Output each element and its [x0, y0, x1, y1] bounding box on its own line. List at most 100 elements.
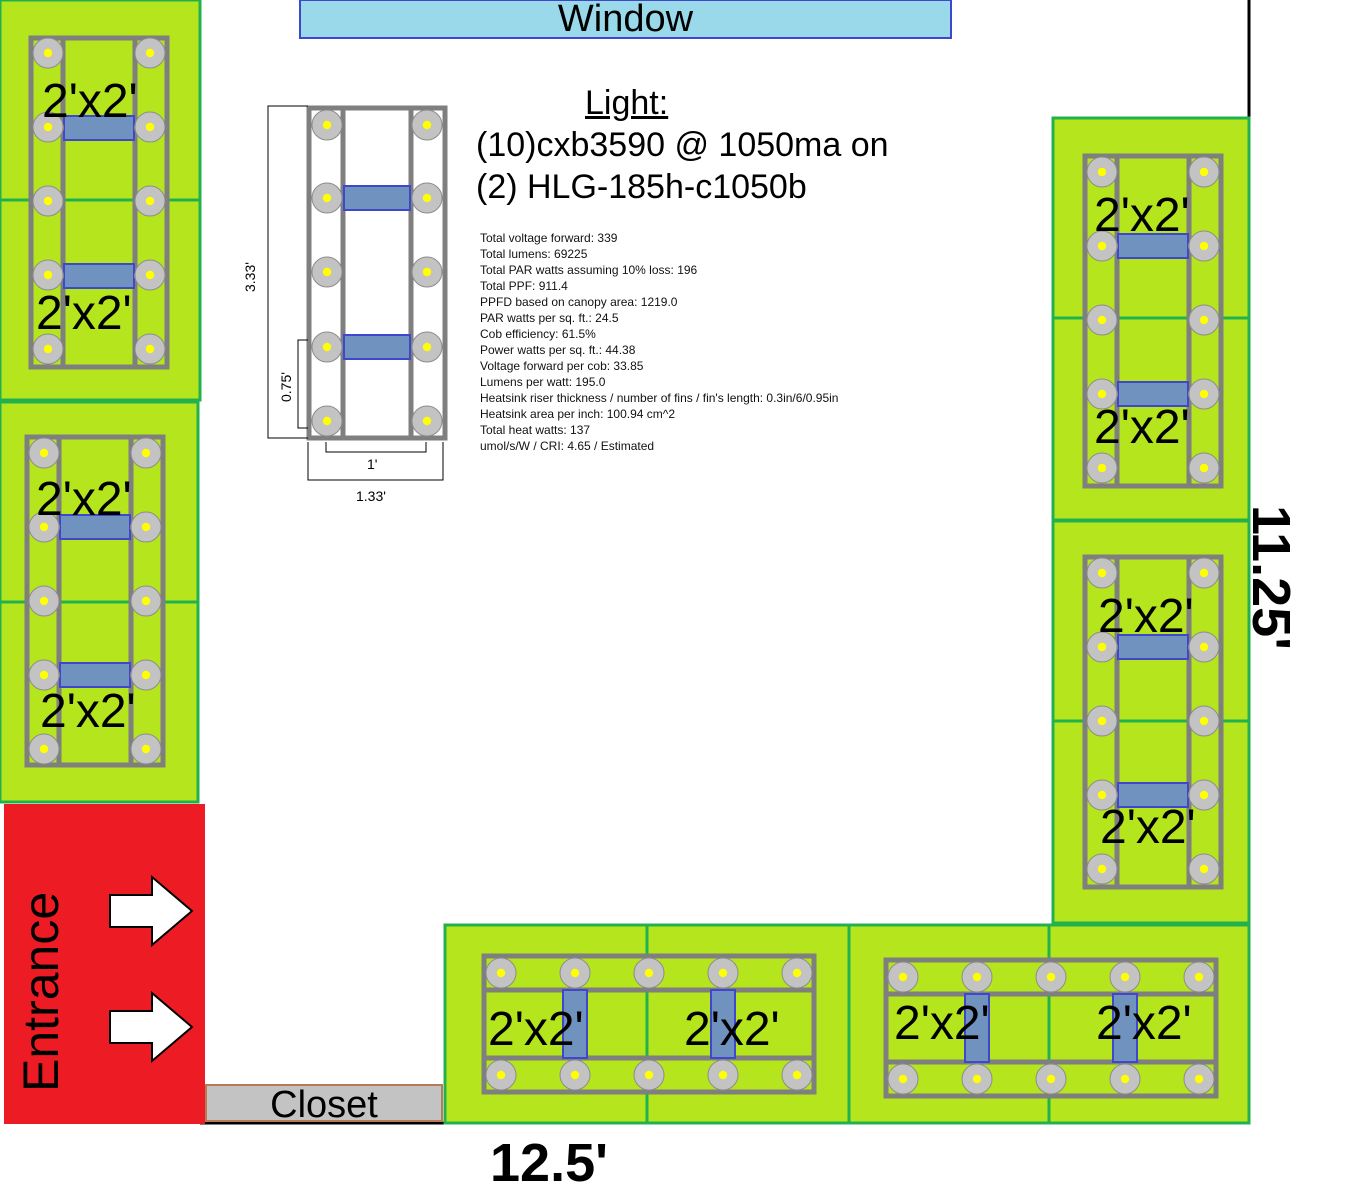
cob-led-center	[145, 48, 155, 58]
spec-line: PPFD based on canopy area: 1219.0	[480, 295, 678, 309]
cob-led-center	[145, 196, 155, 206]
cob-led-center	[141, 522, 151, 532]
light-description-line2: (2) HLG-185h-c1050b	[476, 168, 807, 206]
cob-led-center	[39, 448, 49, 458]
dimension-lines	[267, 105, 444, 481]
driver-bar	[59, 514, 131, 540]
cob-led-center	[422, 342, 432, 352]
cob-led-center	[644, 1070, 654, 1080]
room-width-label: 12.5'	[490, 1133, 608, 1193]
cob-led-center	[570, 968, 580, 978]
cob-led-center	[1097, 790, 1107, 800]
tray-size-label: 2'x2'	[1098, 590, 1194, 643]
cob-led-center	[43, 48, 53, 58]
cob-led-center	[1097, 167, 1107, 177]
spec-line: Total PPF: 911.4	[480, 279, 568, 293]
driver-bar	[964, 993, 990, 1063]
spec-line: PAR watts per sq. ft.: 24.5	[480, 311, 619, 325]
driver-bar	[1112, 993, 1138, 1063]
tray-size-label: 2'x2'	[40, 685, 136, 738]
light-fixture-diagram	[306, 105, 448, 441]
driver-bar	[343, 185, 411, 211]
fixture-frame	[28, 35, 170, 370]
window	[299, 0, 952, 39]
cob-led-center	[322, 193, 332, 203]
entrance	[4, 804, 205, 1124]
cob-led-center	[145, 344, 155, 354]
cob-led-center	[1199, 716, 1209, 726]
driver-bar	[1117, 233, 1189, 259]
cob-led-center	[1097, 716, 1107, 726]
fixture-frame	[481, 953, 817, 1095]
spec-line: Total PAR watts assuming 10% loss: 196	[480, 263, 698, 277]
fixture-inner-width-label: 1'	[367, 456, 378, 472]
tray-size-label: 2'x2'	[36, 473, 132, 526]
cob-led-center	[145, 270, 155, 280]
light-fixture	[1082, 554, 1224, 890]
cob-led-center	[1194, 972, 1204, 982]
cob-led-center	[644, 968, 654, 978]
cob-led-center	[43, 196, 53, 206]
cob-led-center	[570, 1070, 580, 1080]
cob-led-center	[141, 448, 151, 458]
spec-line: Voltage forward per cob: 33.85	[480, 359, 644, 373]
closet	[205, 1084, 443, 1122]
cob-led-center	[1097, 463, 1107, 473]
cob-led-center	[39, 596, 49, 606]
entrance-arrow-icon	[109, 874, 194, 948]
cob-led-center	[1199, 864, 1209, 874]
entrance-arrow-icon	[109, 990, 194, 1064]
fixture-diagram	[306, 105, 448, 441]
light-fixture	[883, 957, 1219, 1099]
entrance-label: Entrance	[13, 891, 69, 1092]
window-label: Window	[557, 0, 694, 40]
dim-line-inner-width	[325, 442, 427, 453]
tray-size-label: 2'x2'	[488, 1003, 584, 1056]
driver-bar	[63, 263, 135, 289]
cob-led-center	[141, 670, 151, 680]
fixture-frame	[1082, 554, 1224, 890]
cob-led-center	[145, 122, 155, 132]
room-height-label: 11.25'	[1241, 505, 1301, 650]
tray-layer	[0, 0, 1251, 1125]
light-fixture	[1082, 153, 1224, 489]
driver-bar	[59, 662, 131, 688]
spec-line: umol/s/W / CRI: 4.65 / Estimated	[480, 439, 655, 453]
cob-led-center	[718, 968, 728, 978]
cob-led-center	[322, 267, 332, 277]
cob-led-center	[43, 270, 53, 280]
spec-line: Total lumens: 69225	[480, 247, 588, 261]
cob-led-center	[39, 522, 49, 532]
cob-led-center	[43, 122, 53, 132]
cob-led-center	[1199, 167, 1209, 177]
cob-led-center	[422, 267, 432, 277]
cob-led-center	[39, 744, 49, 754]
tray-size-label: 2'x2'	[42, 75, 138, 128]
cob-led-center	[972, 972, 982, 982]
spec-line: Total heat watts: 137	[480, 423, 591, 437]
cob-led-center	[322, 342, 332, 352]
light-title: Light:	[585, 84, 669, 122]
cob-led-center	[496, 968, 506, 978]
fixture-spacing-label: 0.75'	[278, 372, 294, 402]
dim-line-outer-width	[307, 442, 444, 481]
fixture-frame	[24, 434, 166, 768]
cob-led-center	[1199, 790, 1209, 800]
cob-led-center	[1097, 241, 1107, 251]
dim-line-length	[267, 105, 308, 439]
cob-led-center	[792, 1070, 802, 1080]
tray-size-label: 2'x2'	[36, 287, 132, 340]
driver-bar	[343, 334, 411, 360]
cob-led-center	[1120, 1074, 1130, 1084]
spec-line: Cob efficiency: 61.5%	[480, 327, 596, 341]
cob-led-center	[718, 1070, 728, 1080]
light-specs-list: Total voltage forward: 339 Total lumens:…	[480, 230, 838, 454]
cob-led-center	[141, 744, 151, 754]
dim-line-spacing	[297, 339, 308, 429]
cob-led-center	[1097, 315, 1107, 325]
cob-led-center	[1046, 972, 1056, 982]
tray-size-label: 2'x2'	[1094, 189, 1190, 242]
entrance-arrows	[109, 874, 194, 1064]
light-description-line1: (10)cxb3590 @ 1050ma on	[476, 126, 889, 164]
